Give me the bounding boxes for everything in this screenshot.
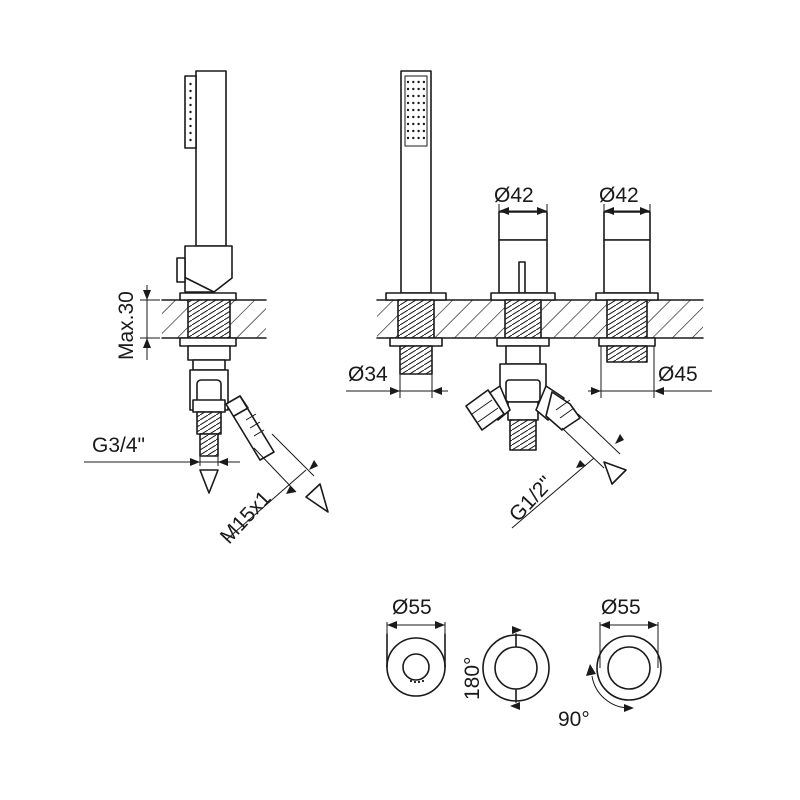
spray-hole bbox=[422, 115, 426, 119]
mixer-branch-right bbox=[535, 385, 581, 431]
outlet-arrow-right-icon bbox=[603, 461, 627, 485]
deg90-label: 90° bbox=[558, 708, 590, 731]
spray-hole bbox=[417, 80, 420, 84]
hose-outlet-side bbox=[225, 395, 275, 461]
max30-label: Max.30 bbox=[115, 291, 138, 360]
d34-label: Ø34 bbox=[348, 363, 388, 386]
top-view-hand-shower: Ø55 bbox=[386, 596, 446, 697]
spray-hole bbox=[417, 101, 420, 105]
spray-hole bbox=[406, 80, 410, 84]
spray-hole bbox=[412, 129, 415, 133]
spray-hole bbox=[412, 115, 415, 119]
spray-hole bbox=[422, 136, 426, 140]
spray-hole bbox=[422, 129, 426, 133]
spray-hole bbox=[406, 94, 410, 98]
spray-hole bbox=[417, 108, 420, 112]
g12-label: G1/2" bbox=[505, 472, 558, 526]
hand-shower-side bbox=[195, 70, 227, 247]
d55b-label: Ø55 bbox=[601, 596, 641, 619]
d55a-label: Ø55 bbox=[392, 596, 432, 619]
spray-hole bbox=[406, 129, 410, 133]
outlet-arrow-icon bbox=[305, 483, 329, 513]
spray-hole bbox=[422, 122, 426, 126]
spray-hole bbox=[412, 101, 415, 105]
spray-hole bbox=[422, 108, 426, 112]
spray-hole bbox=[417, 122, 420, 126]
deg180-label: 180° bbox=[461, 657, 484, 700]
front-view: Ø34 Ø42 Ø42 Ø45 G1/2" bbox=[346, 70, 712, 529]
shower-holder-side bbox=[184, 245, 233, 293]
side-view: Max.30 G3/4" M15x1 bbox=[84, 70, 329, 549]
spray-hole bbox=[412, 80, 415, 84]
spray-hole bbox=[422, 101, 426, 105]
spray-hole bbox=[422, 94, 426, 98]
spray-hole bbox=[412, 136, 415, 140]
spray-holes-side bbox=[189, 82, 192, 142]
spray-hole bbox=[406, 87, 410, 91]
d42b-label: Ø42 bbox=[599, 184, 639, 207]
spray-holes-front bbox=[406, 80, 426, 140]
spray-hole bbox=[417, 129, 420, 133]
spray-hole bbox=[412, 87, 415, 91]
top-views: Ø55 180° Ø55 90° bbox=[386, 596, 662, 731]
inlet-arrow-down-icon bbox=[199, 469, 219, 494]
mixer-lever-front bbox=[498, 211, 548, 241]
g34-label: G3/4" bbox=[92, 434, 145, 457]
spray-hole bbox=[406, 136, 410, 140]
diverter-body-front bbox=[603, 239, 651, 294]
m15-label: M15x1 bbox=[216, 487, 276, 549]
spray-hole bbox=[412, 94, 415, 98]
spray-hole bbox=[422, 80, 426, 84]
spray-hole bbox=[412, 122, 415, 126]
spray-hole bbox=[417, 136, 420, 140]
d45-label: Ø45 bbox=[658, 363, 698, 386]
top-view-mixer: 180° bbox=[461, 626, 550, 710]
spray-hole bbox=[422, 87, 426, 91]
spray-hole bbox=[406, 115, 410, 119]
spray-hole bbox=[412, 108, 415, 112]
spray-hole bbox=[406, 108, 410, 112]
spray-hole bbox=[406, 122, 410, 126]
mixer-branch-left bbox=[465, 385, 511, 431]
spray-hole bbox=[417, 94, 420, 98]
spray-hole bbox=[406, 101, 410, 105]
top-view-diverter: Ø55 90° bbox=[558, 596, 662, 731]
diverter-cap-front bbox=[603, 211, 651, 241]
spray-hole bbox=[417, 115, 420, 119]
spray-hole bbox=[417, 87, 420, 91]
d42a-label: Ø42 bbox=[494, 184, 534, 207]
